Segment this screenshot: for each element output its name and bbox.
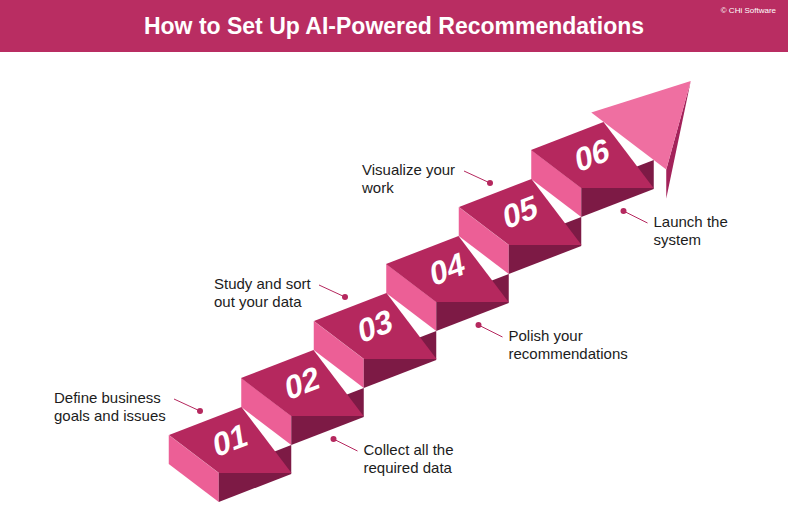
step-label: Define business goals and issues: [54, 389, 168, 425]
step-label: Visualize your work: [362, 161, 458, 197]
step-label: Collect all the required data: [364, 441, 457, 477]
step-top: 06: [531, 122, 654, 188]
step-top: 02: [241, 350, 364, 416]
leader-dot: [342, 294, 348, 300]
leader-dot: [487, 180, 493, 186]
step-label: Launch the system: [654, 213, 730, 249]
leader-line: [479, 325, 503, 337]
step-top: 04: [386, 236, 509, 302]
step-label: Polish your recommendations: [509, 327, 631, 363]
leader-dot: [197, 408, 203, 414]
step-top: 03: [314, 293, 437, 359]
leader-dot: [476, 322, 482, 328]
leader-line: [319, 285, 345, 297]
leader-dot: [331, 436, 337, 442]
leader-line: [334, 439, 358, 451]
leader-dot: [621, 208, 627, 214]
leader-line: [624, 211, 648, 223]
leader-line: [174, 399, 200, 411]
copyright-note: © CHi Software: [721, 6, 776, 15]
step-top: 05: [459, 179, 582, 245]
title: How to Set Up AI-Powered Recommendations: [0, 0, 788, 52]
step-top: 01: [169, 407, 292, 473]
step-label: Study and sort out your data: [214, 275, 313, 311]
leader-line: [464, 171, 490, 183]
